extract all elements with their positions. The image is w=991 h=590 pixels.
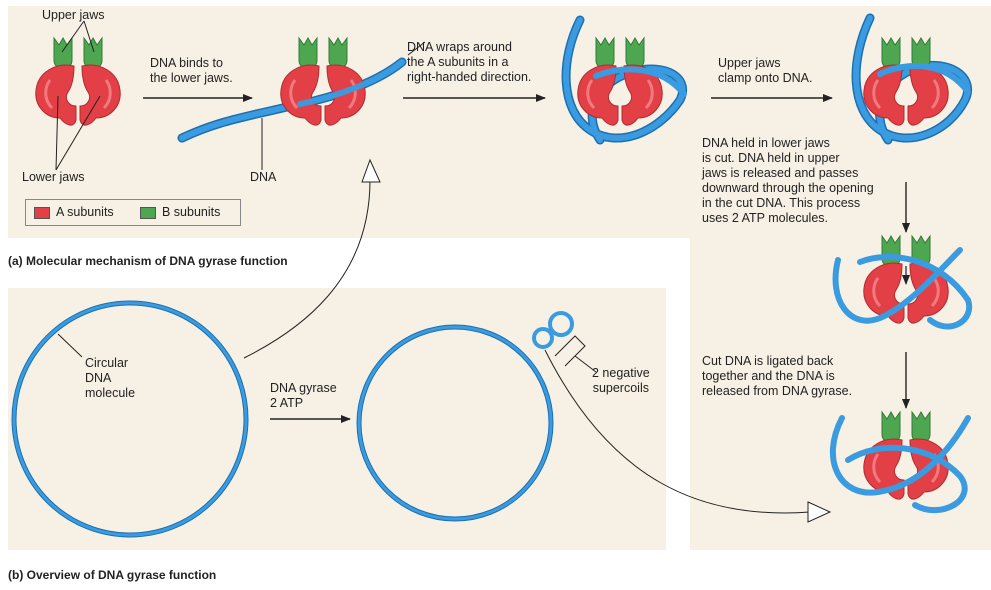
label-circular-dna: Circular DNA molecule — [85, 356, 136, 400]
gyrase-complex-icon — [36, 38, 120, 125]
step-4-text: DNA held in lower jaws is cut. DNA held … — [702, 136, 874, 225]
process-arrow-icon — [544, 349, 811, 514]
legend-b-label: B subunits — [162, 205, 221, 219]
process-arrow-icon — [243, 179, 371, 359]
label-gyrase-atp: DNA gyrase 2 ATP — [270, 381, 337, 410]
caption-b: (b) Overview of DNA gyrase function — [8, 568, 217, 582]
step-2-text: DNA wraps around the A subunits in a rig… — [407, 40, 532, 84]
dna-strand-icon — [832, 247, 973, 330]
label-upper-jaws: Upper jaws — [42, 8, 105, 22]
step-5-text: Cut DNA is ligated back together and the… — [702, 354, 853, 398]
legend-b-swatch — [140, 207, 156, 219]
legend-a-swatch — [34, 207, 50, 219]
legend: A subunits B subunits — [25, 199, 241, 226]
label-supercoils: 2 negative supercoils — [592, 366, 650, 395]
caption-a: (a) Molecular mechanism of DNA gyrase fu… — [8, 254, 288, 268]
gyrase-complex-icon — [281, 38, 365, 125]
legend-a-label: A subunits — [56, 205, 114, 219]
gyrase-complex-icon — [864, 38, 948, 125]
step-1-text: DNA binds to the lower jaws. — [150, 56, 233, 85]
step-3-text: Upper jaws clamp onto DNA. — [718, 56, 813, 85]
label-dna: DNA — [250, 170, 277, 184]
dna-strand-icon — [830, 415, 971, 514]
label-lower-jaws: Lower jaws — [22, 170, 85, 184]
